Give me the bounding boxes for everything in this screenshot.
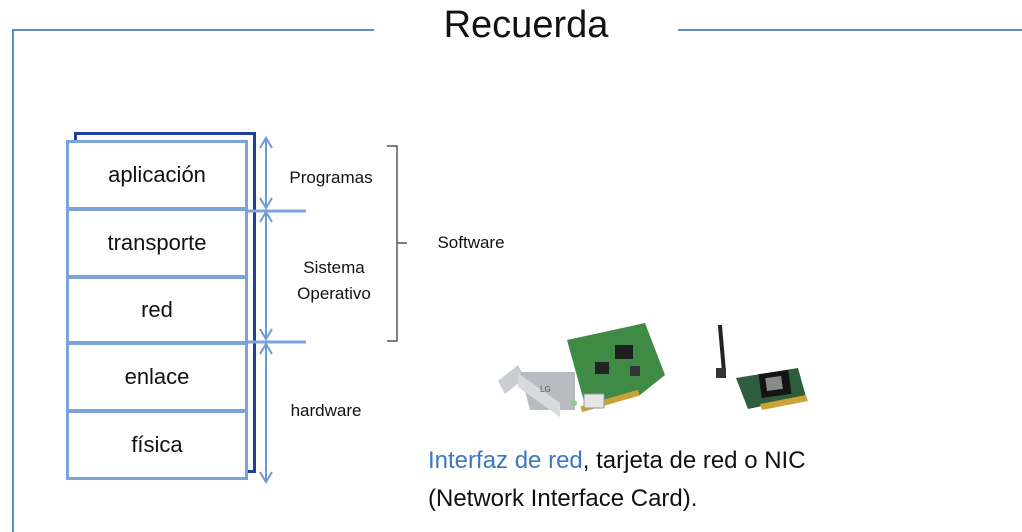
arrow-programas xyxy=(259,136,273,210)
pci-network-card-image: LG xyxy=(498,323,665,417)
label-hardware: hardware xyxy=(290,401,362,420)
label-operativo: Operativo xyxy=(297,284,371,303)
label-programas: Programas xyxy=(289,168,373,187)
caption-line-2: (Network Interface Card). xyxy=(428,485,698,512)
caption: Interfaz de red, tarjeta de red o NIC (N… xyxy=(428,442,806,518)
label-software: Software xyxy=(437,233,505,252)
caption-line-1-rest: , tarjeta de red o NIC xyxy=(582,447,806,474)
layer-enlace: enlace xyxy=(66,342,248,412)
caption-line-1: Interfaz de red, tarjeta de red o NIC xyxy=(428,442,806,480)
layer-aplicacion: aplicación xyxy=(66,140,248,210)
wireless-network-card-image xyxy=(716,324,808,410)
arrow-hardware xyxy=(259,342,273,484)
frame-left-line xyxy=(12,29,14,532)
software-brace xyxy=(387,145,407,342)
caption-accent: Interfaz de red xyxy=(428,447,583,474)
frame-top-right-line xyxy=(678,29,1022,31)
frame-top-left-line xyxy=(12,29,374,31)
page-title: Recuerda xyxy=(443,4,609,46)
layer-red: red xyxy=(66,276,248,344)
label-sistema: Sistema xyxy=(303,258,365,277)
svg-text:LG: LG xyxy=(540,385,551,394)
arrow-sistema-operativo xyxy=(259,210,273,341)
layer-fisica: física xyxy=(66,410,248,480)
